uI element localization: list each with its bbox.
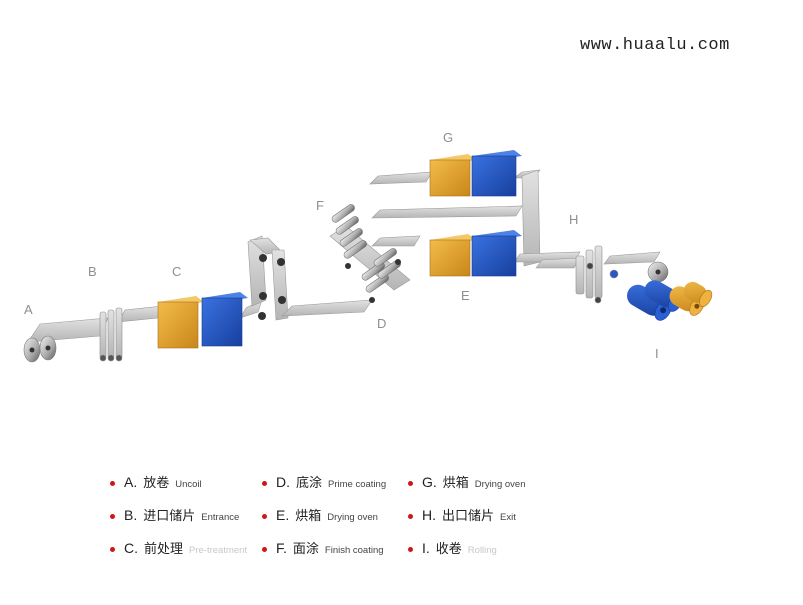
legend-zh: 底涂 bbox=[296, 476, 323, 491]
legend-zh: 烘箱 bbox=[442, 476, 469, 491]
station-label-i: I bbox=[655, 346, 659, 361]
legend-en: Uncoil bbox=[175, 479, 202, 490]
legend-item: G. 烘箱 Drying oven bbox=[408, 472, 526, 491]
legend-item: B. 进口储片 Entrance bbox=[110, 505, 239, 524]
station-label-c: C bbox=[172, 264, 181, 279]
entrance-accumulator bbox=[99, 307, 123, 362]
legend-letter: C. bbox=[124, 540, 138, 556]
bullet-icon bbox=[408, 514, 413, 520]
uncoil-station bbox=[23, 335, 57, 363]
legend-en: Drying oven bbox=[327, 512, 378, 523]
legend-letter: G. bbox=[422, 474, 437, 490]
metal-strip-path bbox=[27, 169, 661, 343]
bullet-icon bbox=[262, 481, 267, 487]
legend-item: A. 放卷 Uncoil bbox=[110, 472, 202, 491]
station-label-b: B bbox=[88, 264, 97, 279]
legend-zh: 烘箱 bbox=[295, 509, 322, 524]
bullet-icon bbox=[110, 481, 115, 487]
legend-letter: E. bbox=[276, 507, 290, 523]
site-url[interactable]: www.huaalu.com bbox=[580, 36, 730, 55]
legend-zh: 进口储片 bbox=[143, 509, 196, 524]
station-label-e: E bbox=[461, 288, 470, 303]
bullet-icon bbox=[110, 547, 115, 553]
legend-item: F. 面涂 Finish coating bbox=[262, 538, 384, 557]
legend-letter: F. bbox=[276, 540, 287, 556]
legend-item: C. 前处理 Pre-treatment bbox=[110, 538, 247, 557]
legend-item: I. 收卷 Rolling bbox=[408, 538, 497, 557]
legend-letter: B. bbox=[124, 507, 138, 523]
legend-letter: I. bbox=[422, 540, 430, 556]
legend-item: E. 烘箱 Drying oven bbox=[262, 505, 378, 524]
bullet-icon bbox=[262, 547, 267, 553]
legend-zh: 收卷 bbox=[435, 542, 462, 557]
station-label-d: D bbox=[377, 316, 386, 331]
legend-en: Pre-treatment bbox=[189, 545, 248, 556]
station-label-h: H bbox=[569, 212, 578, 227]
legend-letter: H. bbox=[422, 507, 436, 523]
upper-drying-oven bbox=[429, 150, 522, 197]
legend-letter: A. bbox=[124, 474, 138, 490]
legend-en: Exit bbox=[500, 512, 516, 523]
station-label-g: G bbox=[443, 130, 453, 145]
legend-zh: 放卷 bbox=[143, 476, 170, 491]
bullet-icon bbox=[408, 481, 413, 487]
legend-en: Prime coating bbox=[328, 479, 387, 490]
legend-zh: 面涂 bbox=[292, 542, 319, 557]
legend-en: Entrance bbox=[201, 512, 240, 523]
legend-en: Rolling bbox=[467, 545, 497, 556]
pretreatment-unit bbox=[157, 292, 248, 349]
exit-accumulator bbox=[575, 245, 619, 304]
legend-zh: 前处理 bbox=[144, 542, 184, 557]
legend-zh: 出口储片 bbox=[442, 509, 495, 524]
bullet-icon bbox=[110, 514, 115, 520]
station-label-a: A bbox=[24, 302, 33, 317]
legend-item: D. 底涂 Prime coating bbox=[262, 472, 386, 491]
coater-rolls bbox=[331, 204, 401, 303]
bullet-icon bbox=[262, 514, 267, 520]
legend-letter: D. bbox=[276, 474, 290, 490]
bullet-icon bbox=[408, 547, 413, 553]
recoil-station bbox=[627, 261, 713, 321]
legend-item: H. 出口储片 Exit bbox=[408, 505, 516, 524]
lower-drying-oven bbox=[429, 230, 522, 277]
station-labels: A B C D E F G H I bbox=[24, 130, 659, 361]
legend-en: Finish coating bbox=[324, 545, 384, 556]
station-label-f: F bbox=[316, 198, 324, 213]
tower-rollers bbox=[258, 254, 286, 320]
legend-en: Drying oven bbox=[474, 479, 526, 490]
